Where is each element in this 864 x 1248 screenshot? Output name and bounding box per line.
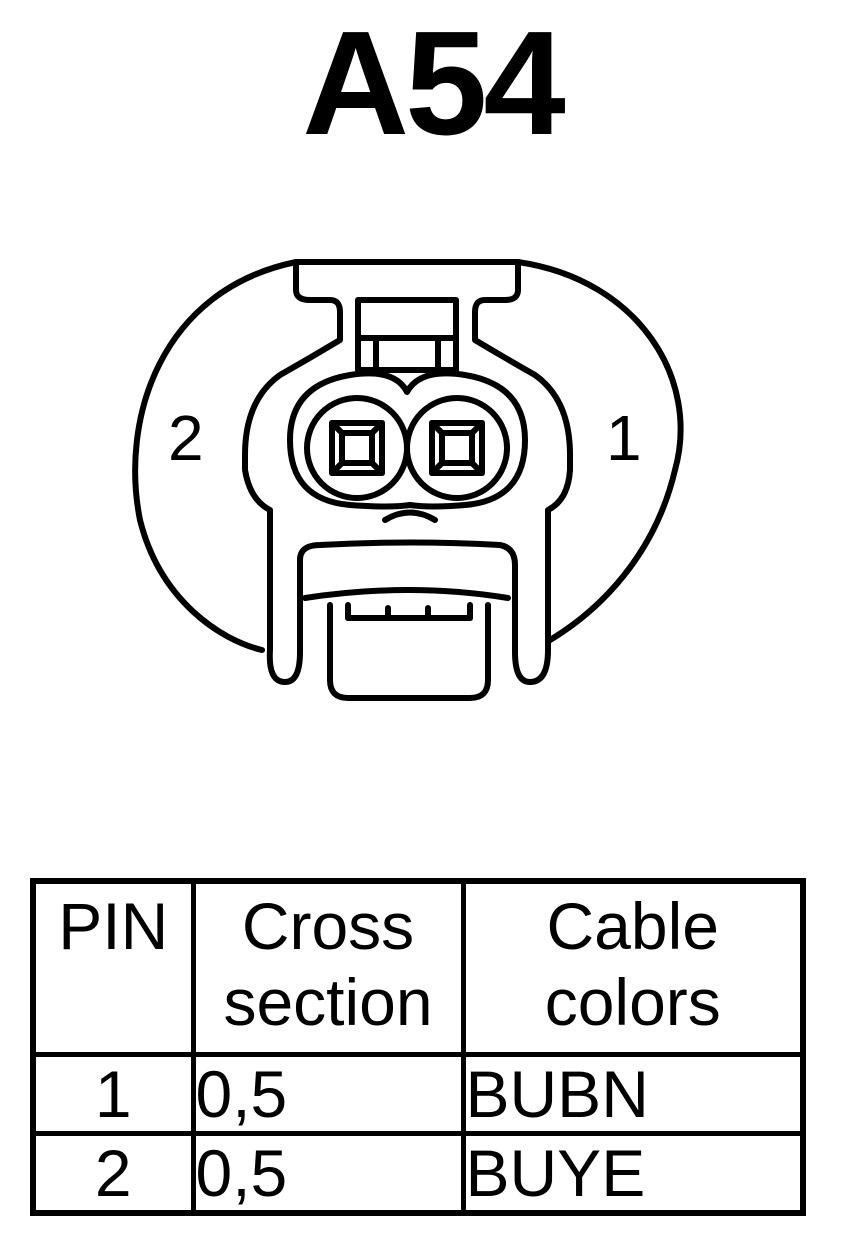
pin-label-2: 2 [168,402,204,474]
header-pin: PIN [30,878,196,1057]
pin-1-cavity [404,395,510,501]
housing-outline [132,259,684,653]
locking-tongue [302,587,511,601]
pin-2-cavity [304,395,410,501]
connector-title: A54 [302,1,566,166]
header-cable-colors: Cable colors [460,878,806,1057]
pin-table-header-row: PIN Cross section Cable colors [30,878,806,1057]
pin-table: PIN Cross section Cable colors 1 0,5 BUB… [30,878,806,1216]
pin-label-1: 1 [606,402,642,474]
cable-color-value: BUBN [460,1052,806,1136]
pin-2-terminal [329,420,385,476]
cable-color-value: BUYE [460,1131,806,1216]
table-row: 1 0,5 BUBN [30,1052,806,1136]
table-row: 2 0,5 BUYE [30,1131,806,1216]
cross-section-value: 0,5 [190,1052,466,1136]
pin-1-terminal [429,420,485,476]
connector-face-diagram: 2 1 [132,259,684,701]
pin-number: 2 [30,1131,196,1216]
cross-section-value: 0,5 [190,1131,466,1216]
pin-cavity [287,370,528,510]
header-cross-section: Cross section [190,878,466,1057]
latch-tab [242,259,573,685]
pin-number: 1 [30,1052,196,1136]
